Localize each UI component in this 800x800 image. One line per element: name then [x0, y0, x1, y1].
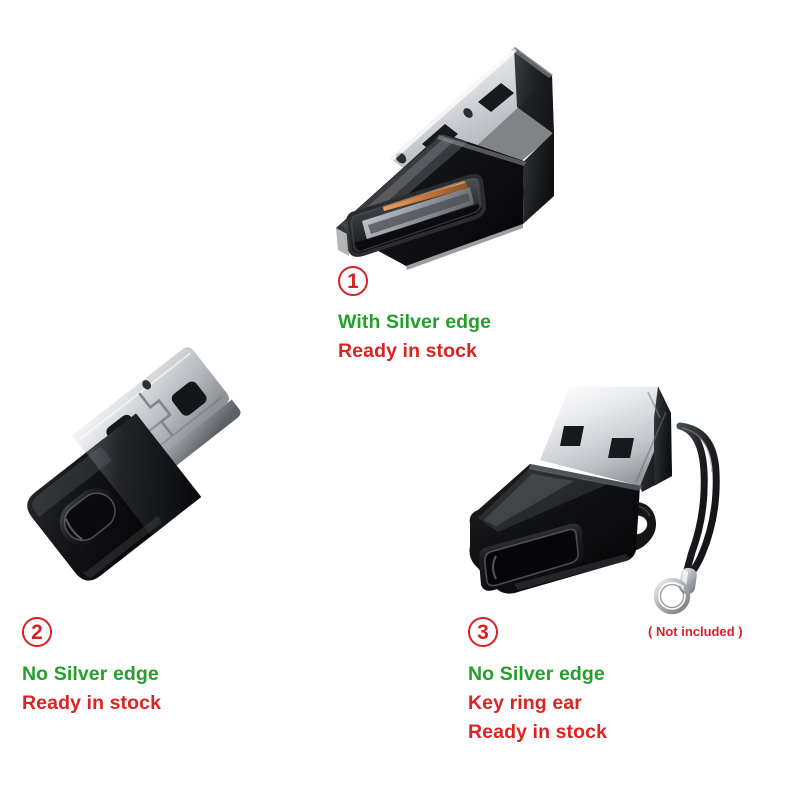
usb-c-port-3: [478, 523, 585, 591]
variant-caption-3: 3 No Silver edge Key ring ear Ready in s…: [468, 617, 607, 747]
product-image-variant-2: [27, 347, 307, 621]
variant-badge-1: 1: [338, 266, 368, 296]
product-image-variant-1: [318, 28, 568, 273]
variant-2-line-2: Ready in stock: [22, 692, 162, 714]
usb-c-port-2: [59, 488, 120, 546]
variant-badge-2: 2: [22, 617, 52, 647]
variant-3-line-2: Key ring ear: [468, 692, 582, 714]
lanyard-strap: [653, 422, 720, 615]
variant-caption-1: 1 With Silver edge Ready in stock: [338, 266, 491, 366]
usb-c-port-1: [345, 174, 487, 257]
variant-1-line-2: Ready in stock: [338, 340, 478, 362]
variant-badge-3: 3: [468, 617, 498, 647]
silver-edge-highlight: [390, 48, 517, 161]
adapter-illustration-1: [336, 47, 554, 270]
variant-2-line-1: No Silver edge: [22, 663, 159, 685]
variant-3-line-3: Ready in stock: [468, 721, 608, 743]
adapter-illustration-3: [469, 385, 720, 615]
product-image-variant-3: [458, 368, 728, 618]
variant-1-line-1: With Silver edge: [338, 311, 492, 333]
lanyard-not-included-note: ( Not included ): [648, 624, 743, 639]
variant-caption-2: 2 No Silver edge Ready in stock: [22, 617, 161, 718]
variant-3-line-1: No Silver edge: [468, 663, 605, 685]
adapter-illustration-2: [27, 347, 241, 581]
